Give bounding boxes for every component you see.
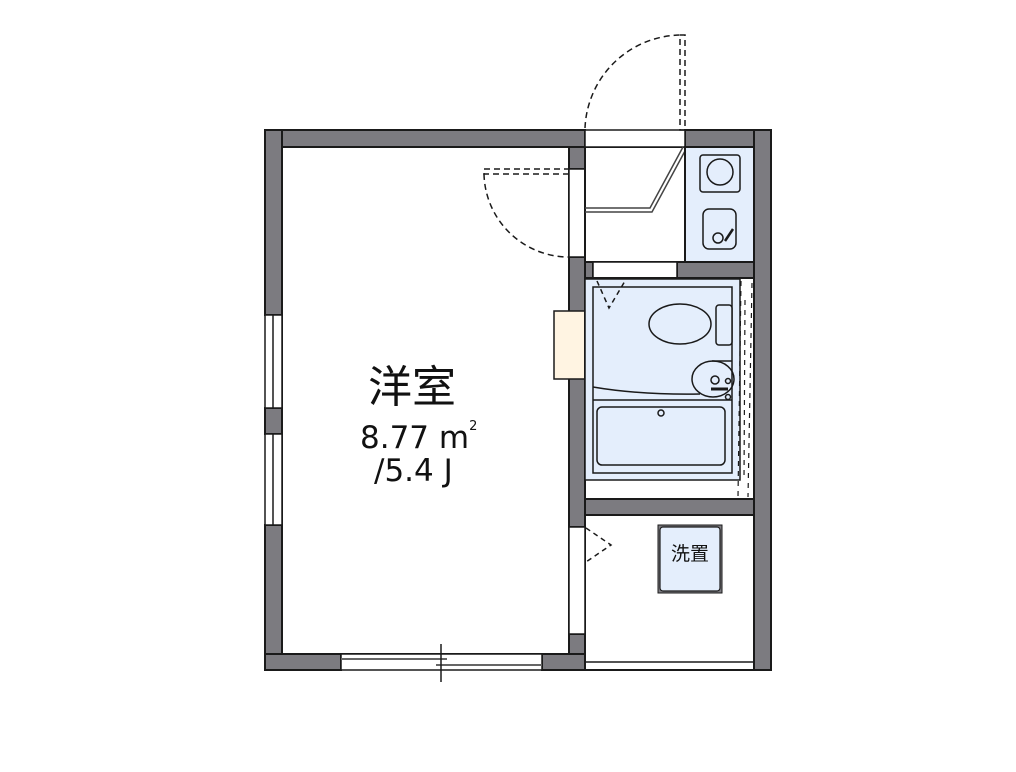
counter-edge [592, 386, 701, 395]
left-windows [264, 314, 283, 526]
unit-bath-inner [592, 286, 733, 474]
kitchen-area [684, 146, 755, 263]
bathtub-icon [596, 406, 726, 466]
area-unit-superscript: 2 [469, 419, 478, 434]
stove-icon [699, 154, 741, 193]
bath-passage [592, 261, 678, 279]
storage-box [553, 310, 586, 380]
entrance-opening [584, 129, 686, 148]
washroom-door-opening [568, 526, 586, 635]
entrance-hall [584, 146, 686, 263]
room-name-western: 洋室 [368, 362, 456, 413]
room-area: 8.77 m2 [360, 420, 500, 454]
washroom-door[interactable] [585, 527, 613, 563]
sink-icon [702, 208, 737, 250]
area-value: 8.77 [360, 420, 430, 456]
room-jo-size: /5.4 J [374, 453, 453, 489]
entrance-door[interactable] [584, 34, 686, 131]
room-door[interactable] [483, 168, 570, 258]
pipe-shaft [737, 280, 753, 498]
washer-space-label: 洗置 [670, 543, 709, 565]
room-door-opening [568, 168, 586, 258]
toilet-icon [648, 303, 733, 346]
balcony-sliding-window [340, 644, 543, 682]
area-unit: m [438, 420, 470, 456]
washbasin-icon [691, 360, 735, 401]
washer-box [659, 526, 721, 592]
entrance-step [585, 146, 686, 213]
bath-door[interactable] [596, 280, 626, 310]
